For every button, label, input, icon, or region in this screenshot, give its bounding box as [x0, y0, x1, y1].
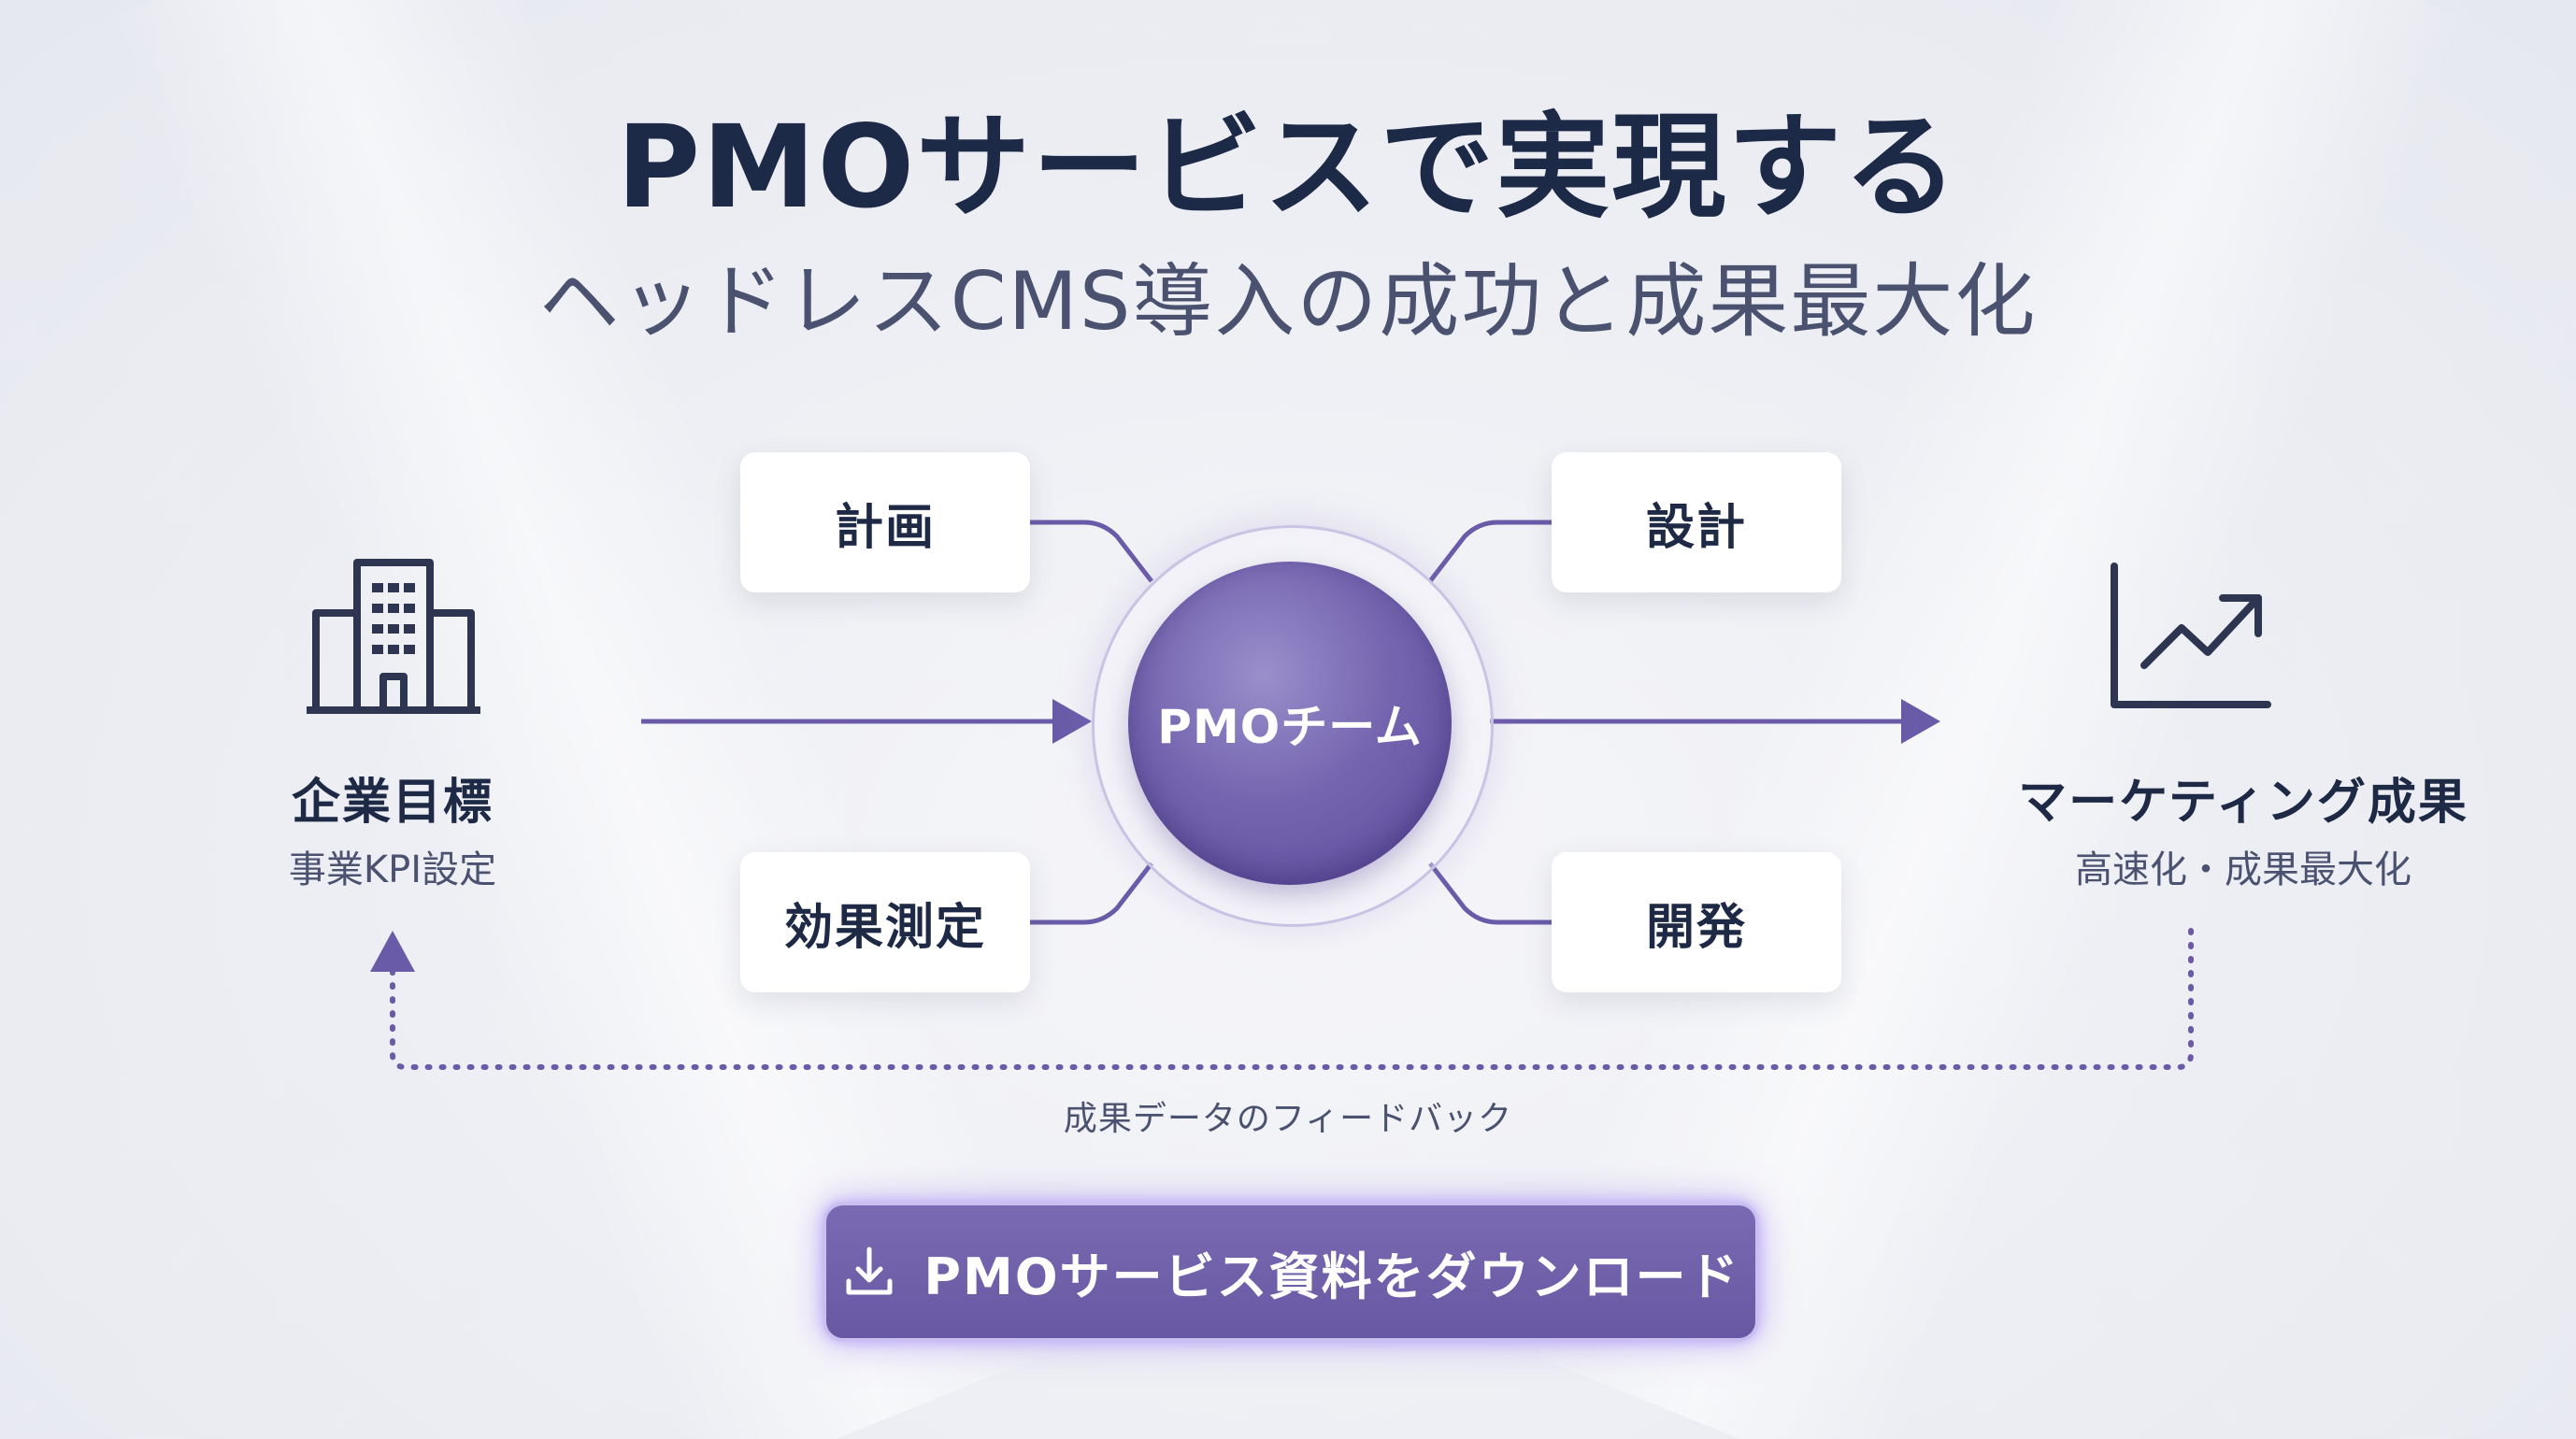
card-plan: 計画 [740, 452, 1030, 592]
building-icon [307, 559, 480, 714]
chart-trend-up-icon [2111, 563, 2271, 708]
goal-title: 企業目標 [291, 775, 494, 831]
feedback-arrowhead [370, 931, 415, 972]
result-subtitle: 高速化・成果最大化 [2075, 848, 2411, 891]
arrowhead-goal-to-hub [1052, 699, 1092, 744]
page-title: PMOサービスで実現する [616, 101, 1960, 234]
download-icon [846, 1247, 893, 1295]
result-title: マーケティング成果 [2018, 775, 2469, 831]
feedback-label: 成果データのフィードバック [1063, 1100, 1513, 1138]
download-button[interactable]: PMOサービス資料をダウンロード [823, 1202, 1759, 1342]
connector-measure [1030, 862, 1153, 925]
card-dev: 開発 [1552, 852, 1841, 992]
feedback-loop-line [390, 928, 2194, 1070]
download-button-label: PMOサービス資料をダウンロード [923, 1247, 1740, 1306]
goal-subtitle: 事業KPI設定 [288, 848, 497, 891]
connector-dev [1428, 862, 1552, 925]
card-design: 設計 [1552, 452, 1841, 592]
connector-plan [1030, 520, 1153, 583]
card-measure: 効果測定 [740, 852, 1030, 992]
hub-label: PMOチーム [1157, 700, 1423, 754]
hub-pmo-team: PMOチーム [1128, 562, 1452, 885]
arrowhead-hub-to-result [1901, 699, 1940, 744]
page-subtitle: ヘッドレスCMS導入の成功と成果最大化 [538, 255, 2038, 349]
connector-design [1428, 520, 1552, 583]
